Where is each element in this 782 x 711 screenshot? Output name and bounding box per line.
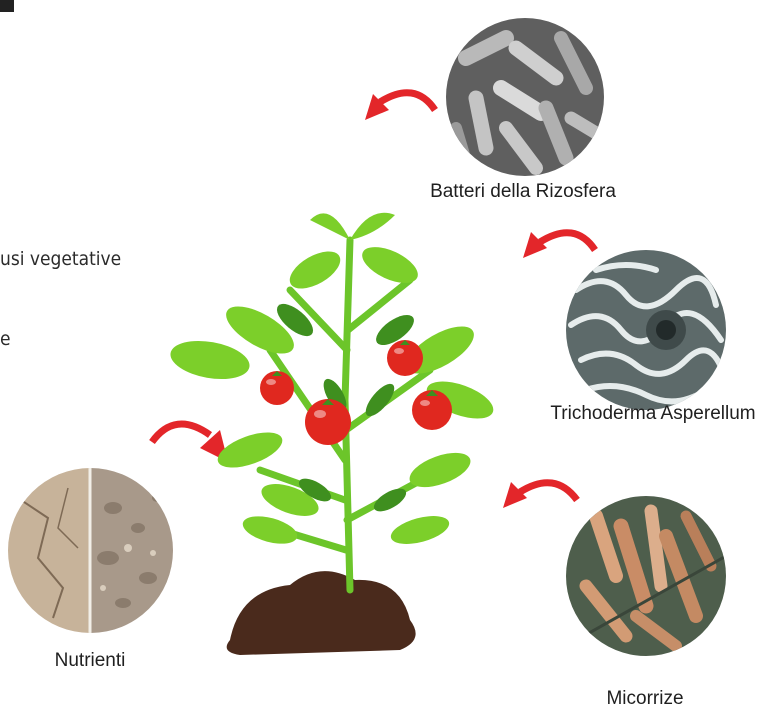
label-nutrients: Nutrienti [20,650,160,672]
curved-arrow-icon [355,80,445,140]
tomato-plant [140,200,500,670]
mycorrhizae-image [566,496,726,656]
label-mycorrhizae: Micorrize [570,688,720,710]
side-text-line1: usi vegetative [0,248,121,270]
curved-arrow-icon [495,470,585,530]
side-text-line2: e [0,328,11,350]
bacteria-image [446,18,604,176]
curved-arrow-icon [515,220,605,280]
label-trichoderma: Trichoderma Asperellum [524,403,782,425]
corner-mark [0,0,14,12]
